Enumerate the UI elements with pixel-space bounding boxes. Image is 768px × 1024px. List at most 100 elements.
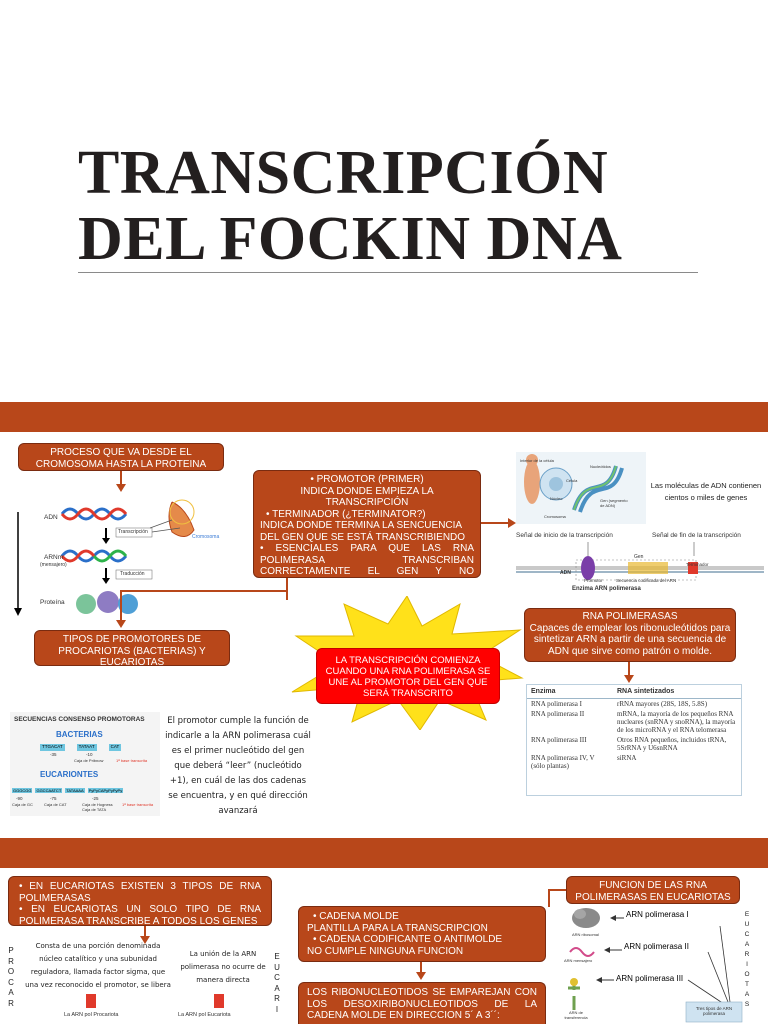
consenso-title: SECUENCIAS CONSENSO PROMOTORAS — [14, 716, 145, 723]
label-promotor: Promotor — [584, 578, 603, 583]
bacterias-label: BACTERIAS — [56, 730, 103, 739]
title-line-1: TRANSCRIPCIÓN — [78, 139, 609, 207]
pol-1-label: ARN polimerasa I — [626, 910, 689, 919]
page-title: TRANSCRIPCIÓN DEL FOCKIN DNA — [78, 140, 718, 272]
table-cell: rRNA mayores (28S, 18S, 5.8S) — [617, 700, 708, 708]
euk-bullet-1: EN EUCARIOTAS EXISTEN 3 TIPOS DE RNA POL… — [19, 881, 261, 904]
arrow-line — [548, 889, 550, 907]
promotor-note: El promotor cumple la función de indicar… — [165, 716, 311, 816]
vertical-letter: E — [274, 952, 280, 961]
seq-box: GGGCGG — [12, 788, 33, 793]
vertical-letter: O — [744, 971, 750, 978]
enzymes-table-panel: Enzima RNA sintetizados RNA polimerasa I… — [526, 684, 742, 796]
arrow-line — [144, 926, 146, 938]
red-arrow-icon — [214, 994, 224, 1008]
central-dogma-diagram: ADN ARNm (mensajero) Proteína Transcripc… — [12, 492, 228, 618]
seq-note: 1ª base transcrita — [116, 758, 148, 763]
arrow-line — [481, 522, 509, 524]
procariota-note: Consta de una porción denominada núcleo … — [25, 942, 171, 989]
label-interior: Interior de la célula — [520, 458, 554, 463]
label-cromosoma: Cromosoma — [192, 534, 220, 540]
pol-sub-label: ARN mensajero — [564, 958, 593, 963]
seq-box: TATAAAA — [65, 788, 85, 793]
arrow-down-icon — [116, 620, 126, 628]
label-secuencia: Secuencia codificada del ARN — [616, 578, 677, 583]
eucariotas-vertical: E U C A R I O T A S — [742, 910, 752, 1010]
vertical-letter: R — [274, 994, 280, 1003]
esenciales-text: ESENCIALES PARA QUE LAS RNA POLIMERASA T… — [260, 543, 474, 589]
label-inicio: Señal de inicio de la transcripción — [516, 532, 613, 539]
seq-pos: -75 — [50, 796, 57, 801]
seq-note: Caja de GC — [12, 802, 33, 807]
euk-bullet-2: EN EUCARIOTAS UN SOLO TIPO DE RNA POLIME… — [19, 904, 261, 927]
procariota-vertical: P R O C A R — [6, 946, 16, 1009]
arrow-line — [120, 590, 288, 592]
seq-box: TTGACAT — [40, 744, 65, 751]
vertical-letter: A — [744, 941, 750, 948]
title-line-2: DEL FOCKIN DNA — [78, 205, 623, 273]
pol-diagram-svg — [568, 908, 743, 1023]
eucariota-note: La unión de la ARN polimerasa no ocurre … — [180, 950, 266, 984]
eucariontes-sequence: GGGCGG GGCCAATCT TATAAAA PyPyCAPyPyPyPy — [12, 788, 160, 793]
seq-note: Caja de Hogness Caja de TATA — [82, 802, 113, 812]
vertical-letter: E — [744, 911, 750, 918]
table-cell: mRNA, la mayoría de los pequeños RNA nuc… — [617, 710, 736, 734]
bacterias-sequence: TTGACAT TATAAT CAT — [40, 744, 150, 751]
rna-pol-text: Capaces de emplear los ribonucleótidos p… — [529, 622, 731, 657]
pol-sub-label: ARN ribosomal — [572, 932, 599, 937]
euc-label: La ARN pol Eucariota — [178, 1012, 231, 1018]
label-gen-segmento: Gen (segmento de ADN) — [600, 498, 628, 508]
seq-box: PyPyCAPyPyPyPy — [87, 788, 124, 793]
central-dogma-svg — [14, 499, 195, 616]
tres-tipos-label: Tres tipos de ARN polimerasa — [695, 1006, 733, 1016]
table-header: Enzima — [527, 685, 613, 699]
vertical-letter: U — [744, 921, 750, 928]
cadena-codificante-text: NO CUMPLE NINGUNA FUNCION — [307, 945, 464, 957]
table-cell: Otros RNA pequeños, incluidos tRNA, 5SrR… — [617, 736, 727, 752]
burst-callout: LA TRANSCRIPCIÓN COMIENZA CUANDO UNA RNA… — [290, 595, 524, 731]
label-transcripcion: Transcripción — [118, 529, 148, 535]
vertical-letter: A — [274, 983, 280, 993]
red-arrow-icon — [86, 994, 96, 1008]
label-terminador: Terminador — [686, 562, 709, 567]
cadena-molde-text: PLANTILLA PARA LA TRANSCRIPCION — [307, 922, 488, 934]
seq-note: 1ª base transcrita — [122, 802, 154, 807]
seq-note: Caja de CAT — [44, 802, 67, 807]
promotor-text: INDICA DONDE EMPIEZA LA TRANSCRIPCIÓN — [300, 485, 434, 509]
vertical-letter: O — [7, 967, 15, 976]
proc-label: La ARN pol Procariota — [64, 1012, 119, 1018]
arrow-down-icon — [624, 675, 634, 683]
seq-pos: -25 — [92, 796, 99, 801]
terminador-title: TERMINADOR (¿TERMINATOR?) — [260, 509, 474, 521]
table-cell: siRNA — [617, 754, 637, 762]
cadena-molde-title: CADENA MOLDE — [307, 911, 537, 923]
seq-note: Caja de Pribnow — [74, 758, 104, 763]
vertical-letter: A — [744, 991, 750, 998]
proceso-box: PROCESO QUE VA DESDE EL CROMOSOMA HASTA … — [18, 443, 224, 471]
table-header: RNA sintetizados — [613, 685, 741, 699]
dna-panel: Las moléculas de ADN contienen cientos o… — [516, 452, 764, 596]
pol-diagram: ARN polimerasa I ARN polimerasa II ARN p… — [560, 906, 744, 1024]
dna-panel-text: Las moléculas de ADN contienen cientos o… — [650, 481, 762, 502]
cadena-codificante-title: CADENA CODIFICANTE O ANTIMOLDE — [307, 934, 537, 946]
seq-pos: -10 — [86, 752, 93, 757]
eucariontes-label: EUCARIONTES — [40, 770, 99, 779]
vertical-letter: C — [744, 931, 750, 938]
promotor-box: PROMOTOR (PRIMER) INDICA DONDE EMPIEZA L… — [253, 470, 481, 589]
label-arnm: ARNm — [44, 554, 64, 561]
table-row: RNA polimerasa I rRNA mayores (28S, 18S,… — [527, 699, 741, 710]
vertical-letter: I — [275, 1004, 279, 1014]
vertical-letter: I — [746, 961, 748, 968]
arrow-line — [120, 590, 122, 620]
label-gen: Gen — [634, 554, 644, 560]
arrow-down-icon — [416, 972, 426, 980]
rna-pol-title: RNA POLIMERASAS — [582, 611, 678, 622]
seq-box: CAT — [108, 744, 122, 751]
rna-polimerasas-box: RNA POLIMERASAS Capaces de emplear los r… — [524, 608, 736, 662]
arrow-line — [628, 662, 630, 676]
table-row: RNA polimerasa III Otros RNA pequeños, i… — [527, 735, 741, 753]
vertical-letter: A — [8, 988, 14, 997]
arrow-line — [548, 889, 566, 891]
pol-3-label: ARN polimerasa III — [616, 974, 684, 983]
label-proteina: Proteína — [40, 599, 65, 606]
